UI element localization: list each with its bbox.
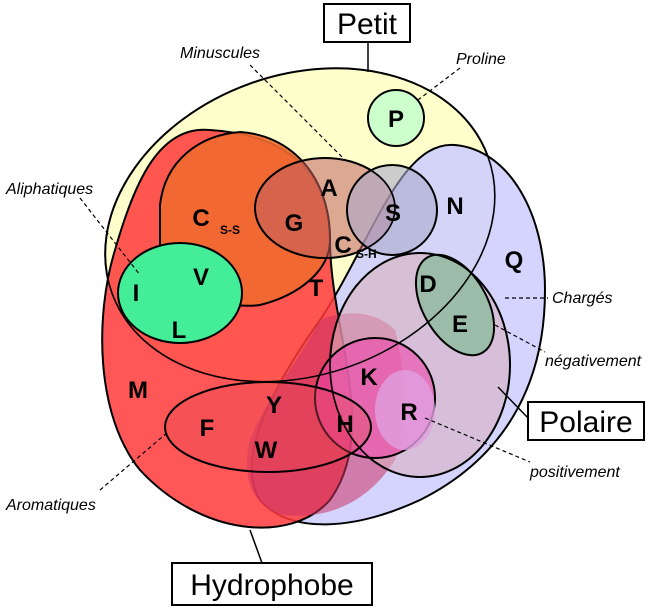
aa-c-ss: C (192, 205, 209, 232)
aa-c-sh: C (334, 232, 351, 259)
proline-label: Proline (456, 51, 506, 68)
aa-e: E (452, 311, 468, 338)
aliphatiques-leader (79, 197, 141, 276)
minuscules-leader (249, 64, 346, 161)
aa-v: V (193, 264, 209, 291)
petit-label-box (323, 3, 411, 43)
charges-outline (329, 252, 511, 478)
proline-leader (417, 67, 461, 101)
set-aliphatiques-region (117, 242, 243, 344)
polaire-label: Polaire (539, 406, 632, 439)
aa-h: H (336, 411, 353, 438)
petit-outline (104, 67, 496, 383)
polaire-connector (497, 386, 531, 421)
positivement-label: positivement (529, 464, 620, 481)
aa-n: N (446, 193, 463, 220)
aa-k: K (360, 364, 378, 391)
aliphatiques-label: Aliphatiques (5, 181, 93, 198)
aa-q: Q (505, 247, 524, 274)
aa-y: Y (266, 392, 282, 419)
aa-t: T (309, 275, 324, 302)
positivement-leader (424, 417, 531, 463)
hydrophobe-label: Hydrophobe (190, 569, 353, 602)
aromatiques-label: Aromatiques (5, 497, 96, 514)
hydrophobe-connector (249, 529, 263, 564)
aa-s: S (385, 200, 401, 227)
aromatiques-leader (99, 431, 169, 491)
petit-label: Petit (337, 8, 398, 41)
aa-c-sh-subscript: S-H (356, 247, 377, 261)
aa-d: D (419, 271, 436, 298)
aa-c-ss-subscript: S-S (220, 223, 240, 237)
minuscules-label: Minuscules (180, 45, 260, 62)
aa-w: W (255, 437, 278, 464)
aa-a: A (320, 175, 337, 202)
set-negativement-region (414, 253, 496, 357)
region-small-polar (346, 164, 438, 256)
region-r (375, 370, 435, 450)
aa-f: F (200, 415, 215, 442)
aa-l: L (172, 317, 187, 344)
aa-m: M (128, 377, 148, 404)
aa-i: I (133, 280, 140, 307)
charges-label: Chargés (552, 290, 612, 307)
aa-p: P (388, 106, 404, 133)
negativement-leader (494, 324, 546, 353)
aa-r: R (400, 399, 417, 426)
minuscules-outline (254, 157, 396, 259)
hydrophobe-label-box (171, 562, 373, 606)
set-proline-region (367, 89, 425, 147)
polaire-label-box (527, 401, 645, 441)
aa-g: G (285, 210, 304, 237)
negativement-label: négativement (545, 353, 642, 370)
